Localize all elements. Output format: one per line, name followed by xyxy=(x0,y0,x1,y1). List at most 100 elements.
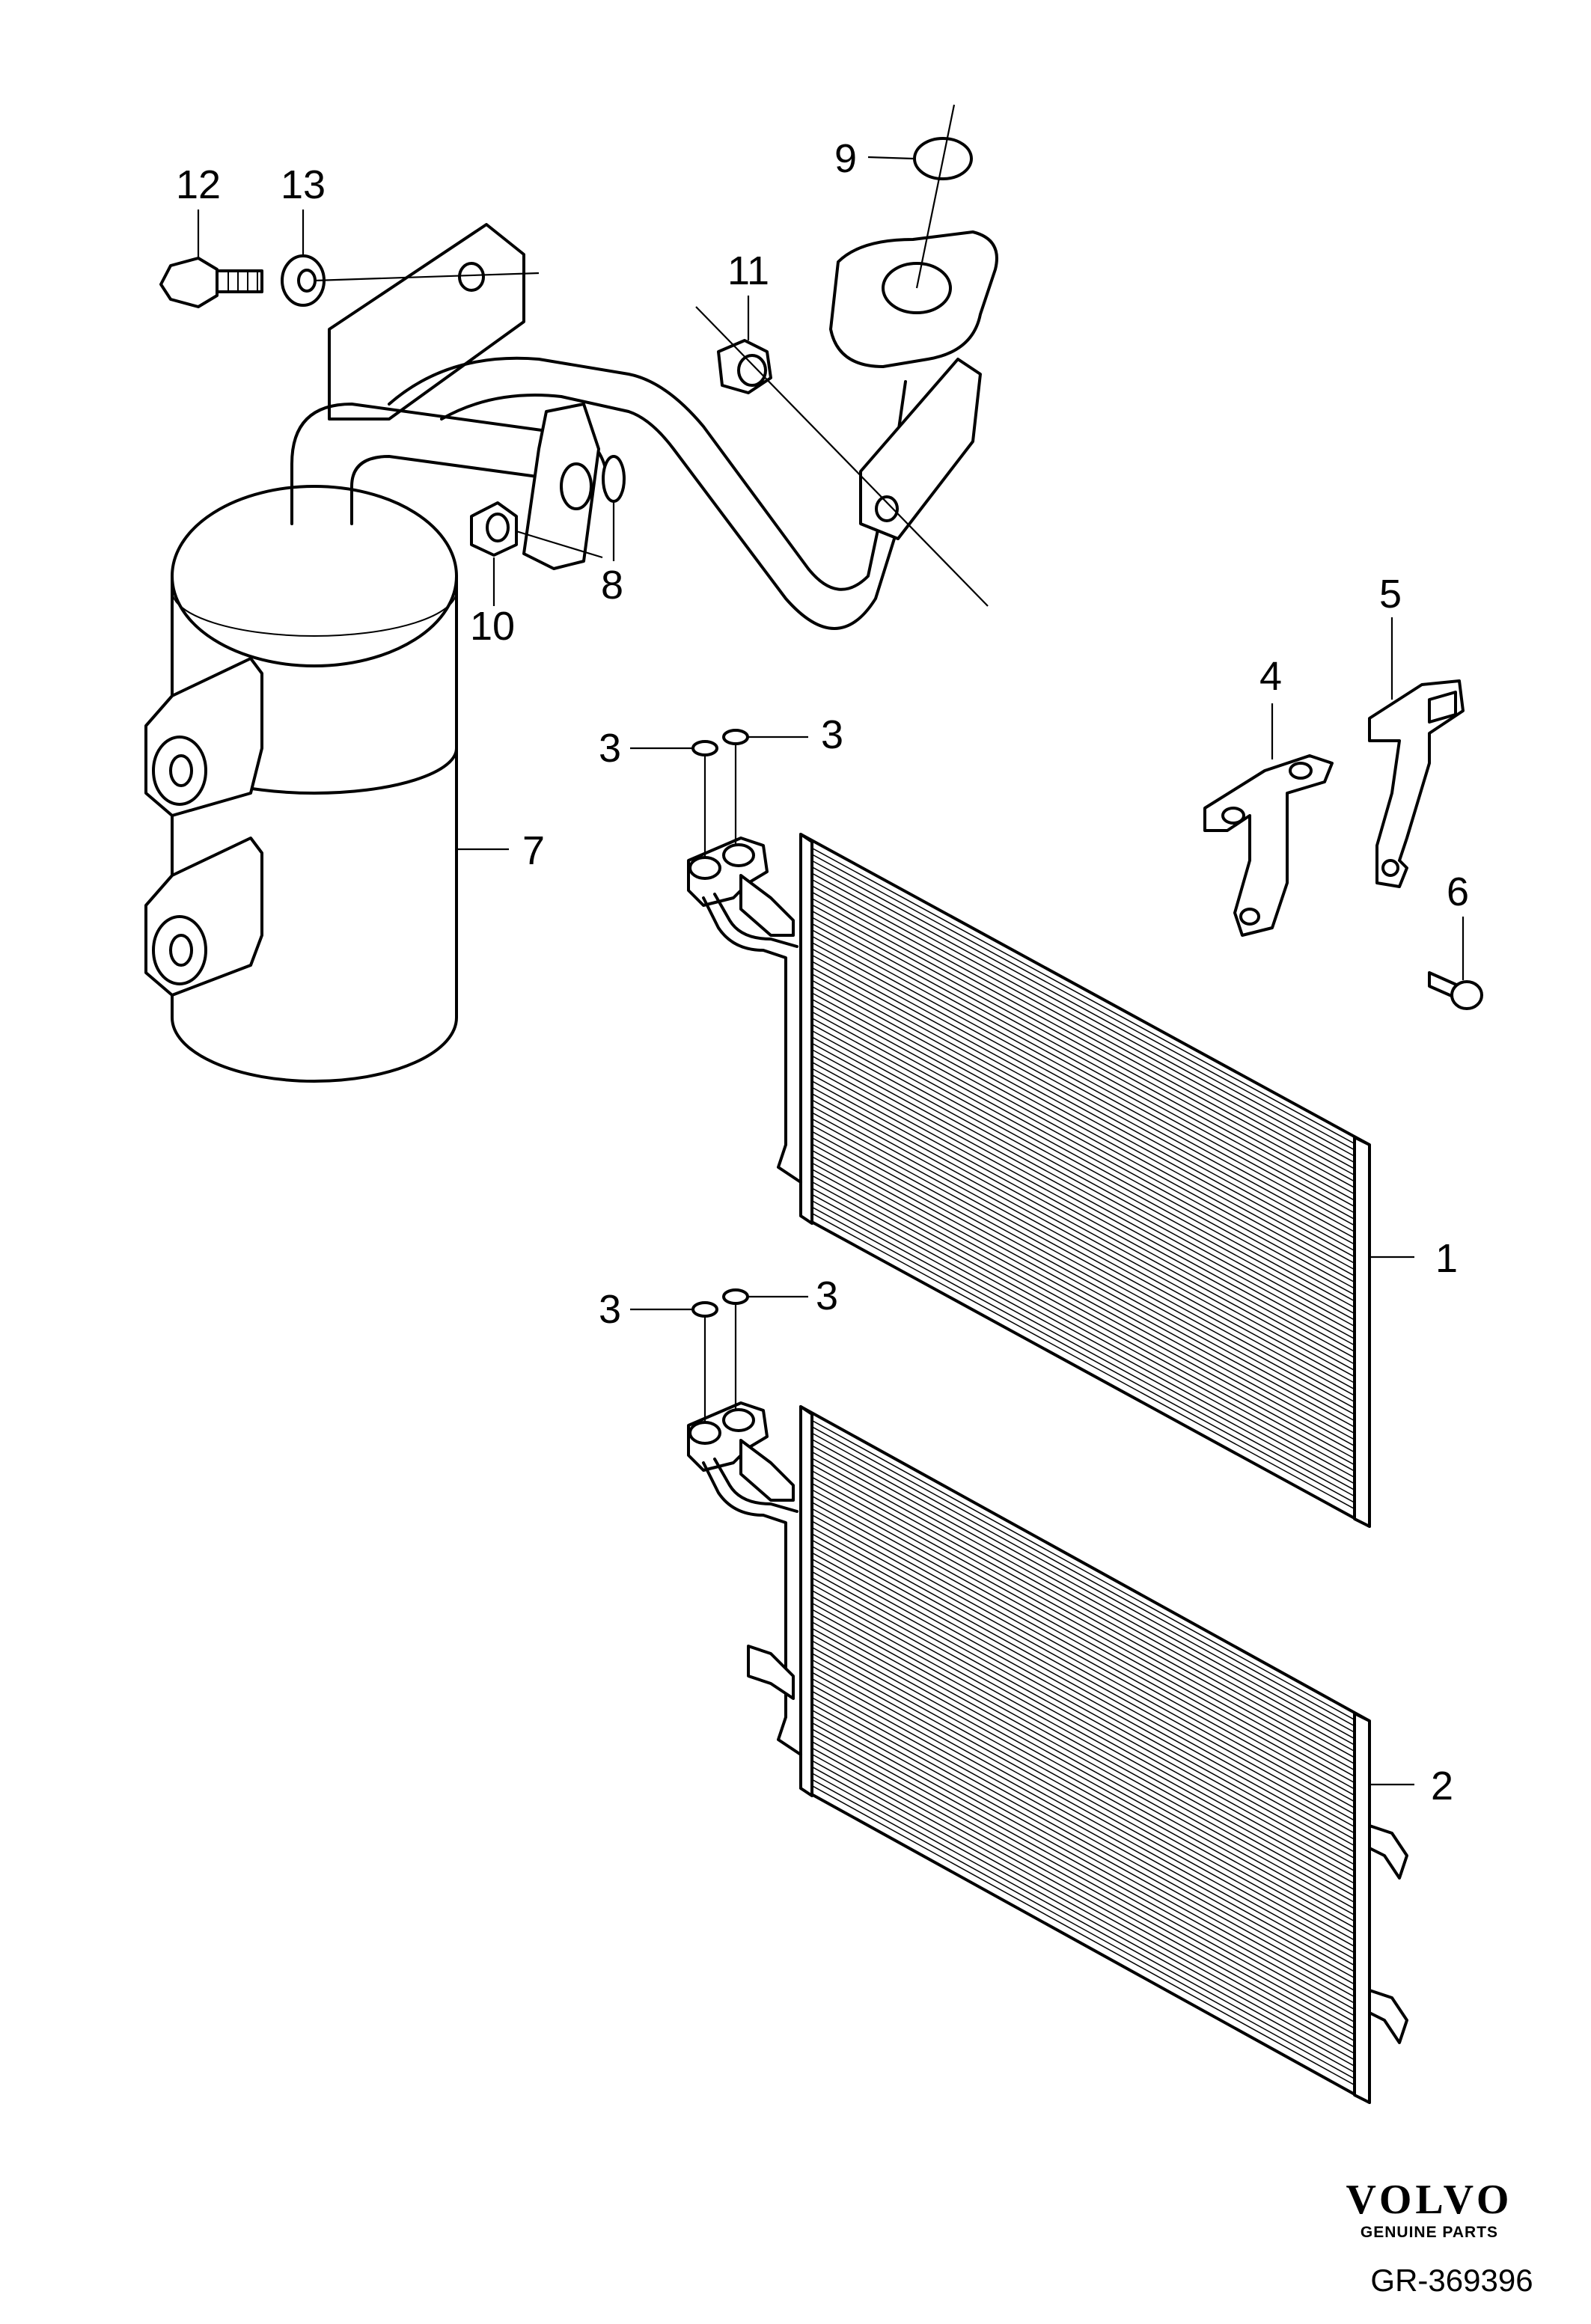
condenser-fin xyxy=(811,1690,1355,1991)
condenser-fin xyxy=(811,1709,1355,2010)
condenser-fin xyxy=(811,1125,1355,1422)
leader-lines xyxy=(197,104,1465,1786)
condenser-fin xyxy=(811,1495,1355,1796)
condenser-fin xyxy=(811,985,1355,1283)
condenser-fin xyxy=(811,1175,1355,1472)
condenser-fin xyxy=(811,904,1355,1201)
condenser-fin xyxy=(811,1640,1355,1941)
condenser-fin xyxy=(811,1646,1355,1948)
condenser-fin xyxy=(811,1539,1355,1840)
condenser-fin xyxy=(811,1703,1355,2004)
condenser-fin xyxy=(811,998,1355,1296)
condenser-fin xyxy=(811,1609,1355,1909)
condenser-fin xyxy=(811,954,1355,1252)
callout-3-upper-right: 3 xyxy=(821,712,843,757)
condenser-fin xyxy=(811,1489,1355,1790)
condenser-fin xyxy=(811,860,1355,1157)
condenser-fin xyxy=(811,1131,1355,1428)
condenser-fin xyxy=(811,1451,1355,1752)
refrigerant-pipe xyxy=(290,223,998,630)
condenser-fin xyxy=(811,923,1355,1220)
condenser-fin xyxy=(811,1068,1355,1365)
condenser-fin xyxy=(811,878,1355,1176)
condenser-fin xyxy=(811,942,1355,1239)
condenser-fin xyxy=(811,1734,1355,2035)
condenser-fin xyxy=(811,847,1355,1145)
condenser-fin xyxy=(811,1005,1355,1302)
condenser-fin xyxy=(811,1470,1355,1771)
nut-11 xyxy=(717,339,772,394)
callout-3-upper-left: 3 xyxy=(599,726,621,771)
condenser-fin xyxy=(811,973,1355,1270)
condenser-fin xyxy=(811,1502,1355,1802)
condenser-fin xyxy=(811,1169,1355,1466)
condenser-fin xyxy=(811,1445,1355,1746)
condenser-1 xyxy=(687,833,1371,1528)
bolt-12 xyxy=(159,257,263,308)
condenser-fin xyxy=(811,1684,1355,1985)
condenser-fin xyxy=(811,1558,1355,1859)
condenser-fin xyxy=(811,1760,1355,2061)
condenser-fin xyxy=(811,1741,1355,2042)
condenser-fin xyxy=(811,1766,1355,2067)
condenser-fin xyxy=(811,885,1355,1182)
condenser-fin xyxy=(811,1187,1355,1484)
condenser-fin xyxy=(811,1747,1355,2048)
condenser-fin xyxy=(811,1143,1355,1440)
condenser-fin xyxy=(811,1602,1355,1903)
screw-6 xyxy=(1428,971,1483,1010)
condenser-fin xyxy=(811,1514,1355,1815)
condenser-fin xyxy=(811,1212,1355,1510)
condenser-fin xyxy=(811,1030,1355,1327)
condenser-fin xyxy=(811,866,1355,1163)
receiver-drier xyxy=(144,485,458,1083)
condenser-fin xyxy=(811,948,1355,1245)
condenser-fin xyxy=(811,1526,1355,1828)
condenser-fin xyxy=(811,1533,1355,1834)
condenser-fin xyxy=(811,1137,1355,1434)
condenser-fin xyxy=(811,1061,1355,1359)
condenser-fin xyxy=(811,1546,1355,1847)
condenser-fin xyxy=(811,929,1355,1226)
condenser-fin xyxy=(811,979,1355,1276)
condenser-fin xyxy=(811,1458,1355,1758)
condenser-fin xyxy=(811,1633,1355,1935)
condenser-fin xyxy=(811,935,1355,1232)
callout-7: 7 xyxy=(522,828,545,873)
callout-13: 13 xyxy=(281,162,326,207)
condenser-fin xyxy=(811,1571,1355,1872)
condenser-fin xyxy=(811,1439,1355,1740)
condenser-fin xyxy=(811,1432,1355,1733)
bracket-5 xyxy=(1368,679,1465,888)
bracket-4 xyxy=(1203,754,1334,937)
callout-3-lower-right: 3 xyxy=(816,1273,838,1318)
condenser-fin xyxy=(811,1156,1355,1453)
condenser-fin xyxy=(811,1018,1355,1315)
condenser-fin xyxy=(811,1162,1355,1459)
condenser-2 xyxy=(687,1401,1408,2104)
condenser-fin xyxy=(811,1621,1355,1922)
condenser-fin xyxy=(811,1520,1355,1821)
condenser-fin xyxy=(811,992,1355,1289)
condenser-fin xyxy=(811,1149,1355,1447)
condenser-fin xyxy=(811,1042,1355,1339)
diagram-reference: GR-369396 xyxy=(1370,2263,1533,2298)
condenser-fin xyxy=(811,1659,1355,1960)
condenser-fin xyxy=(811,1181,1355,1479)
condenser-fin xyxy=(811,891,1355,1188)
condenser-fin xyxy=(811,1206,1355,1503)
condenser-fin xyxy=(811,1476,1355,1777)
condenser-fin xyxy=(811,1583,1355,1884)
callout-1: 1 xyxy=(1435,1236,1458,1281)
condenser-fin xyxy=(811,1678,1355,1979)
condenser-fin xyxy=(811,1627,1355,1928)
condenser-fin xyxy=(811,1672,1355,1972)
condenser-fin xyxy=(811,1773,1355,2073)
condenser-fin xyxy=(811,1011,1355,1308)
callout-labels: 12 13 9 11 10 8 7 5 4 6 3 3 3 3 1 2 xyxy=(176,136,1469,1808)
callout-10: 10 xyxy=(470,604,515,649)
callout-5: 5 xyxy=(1379,572,1402,617)
condenser-fin xyxy=(811,1105,1355,1403)
callout-4: 4 xyxy=(1259,654,1282,699)
condenser-fin xyxy=(811,1074,1355,1372)
